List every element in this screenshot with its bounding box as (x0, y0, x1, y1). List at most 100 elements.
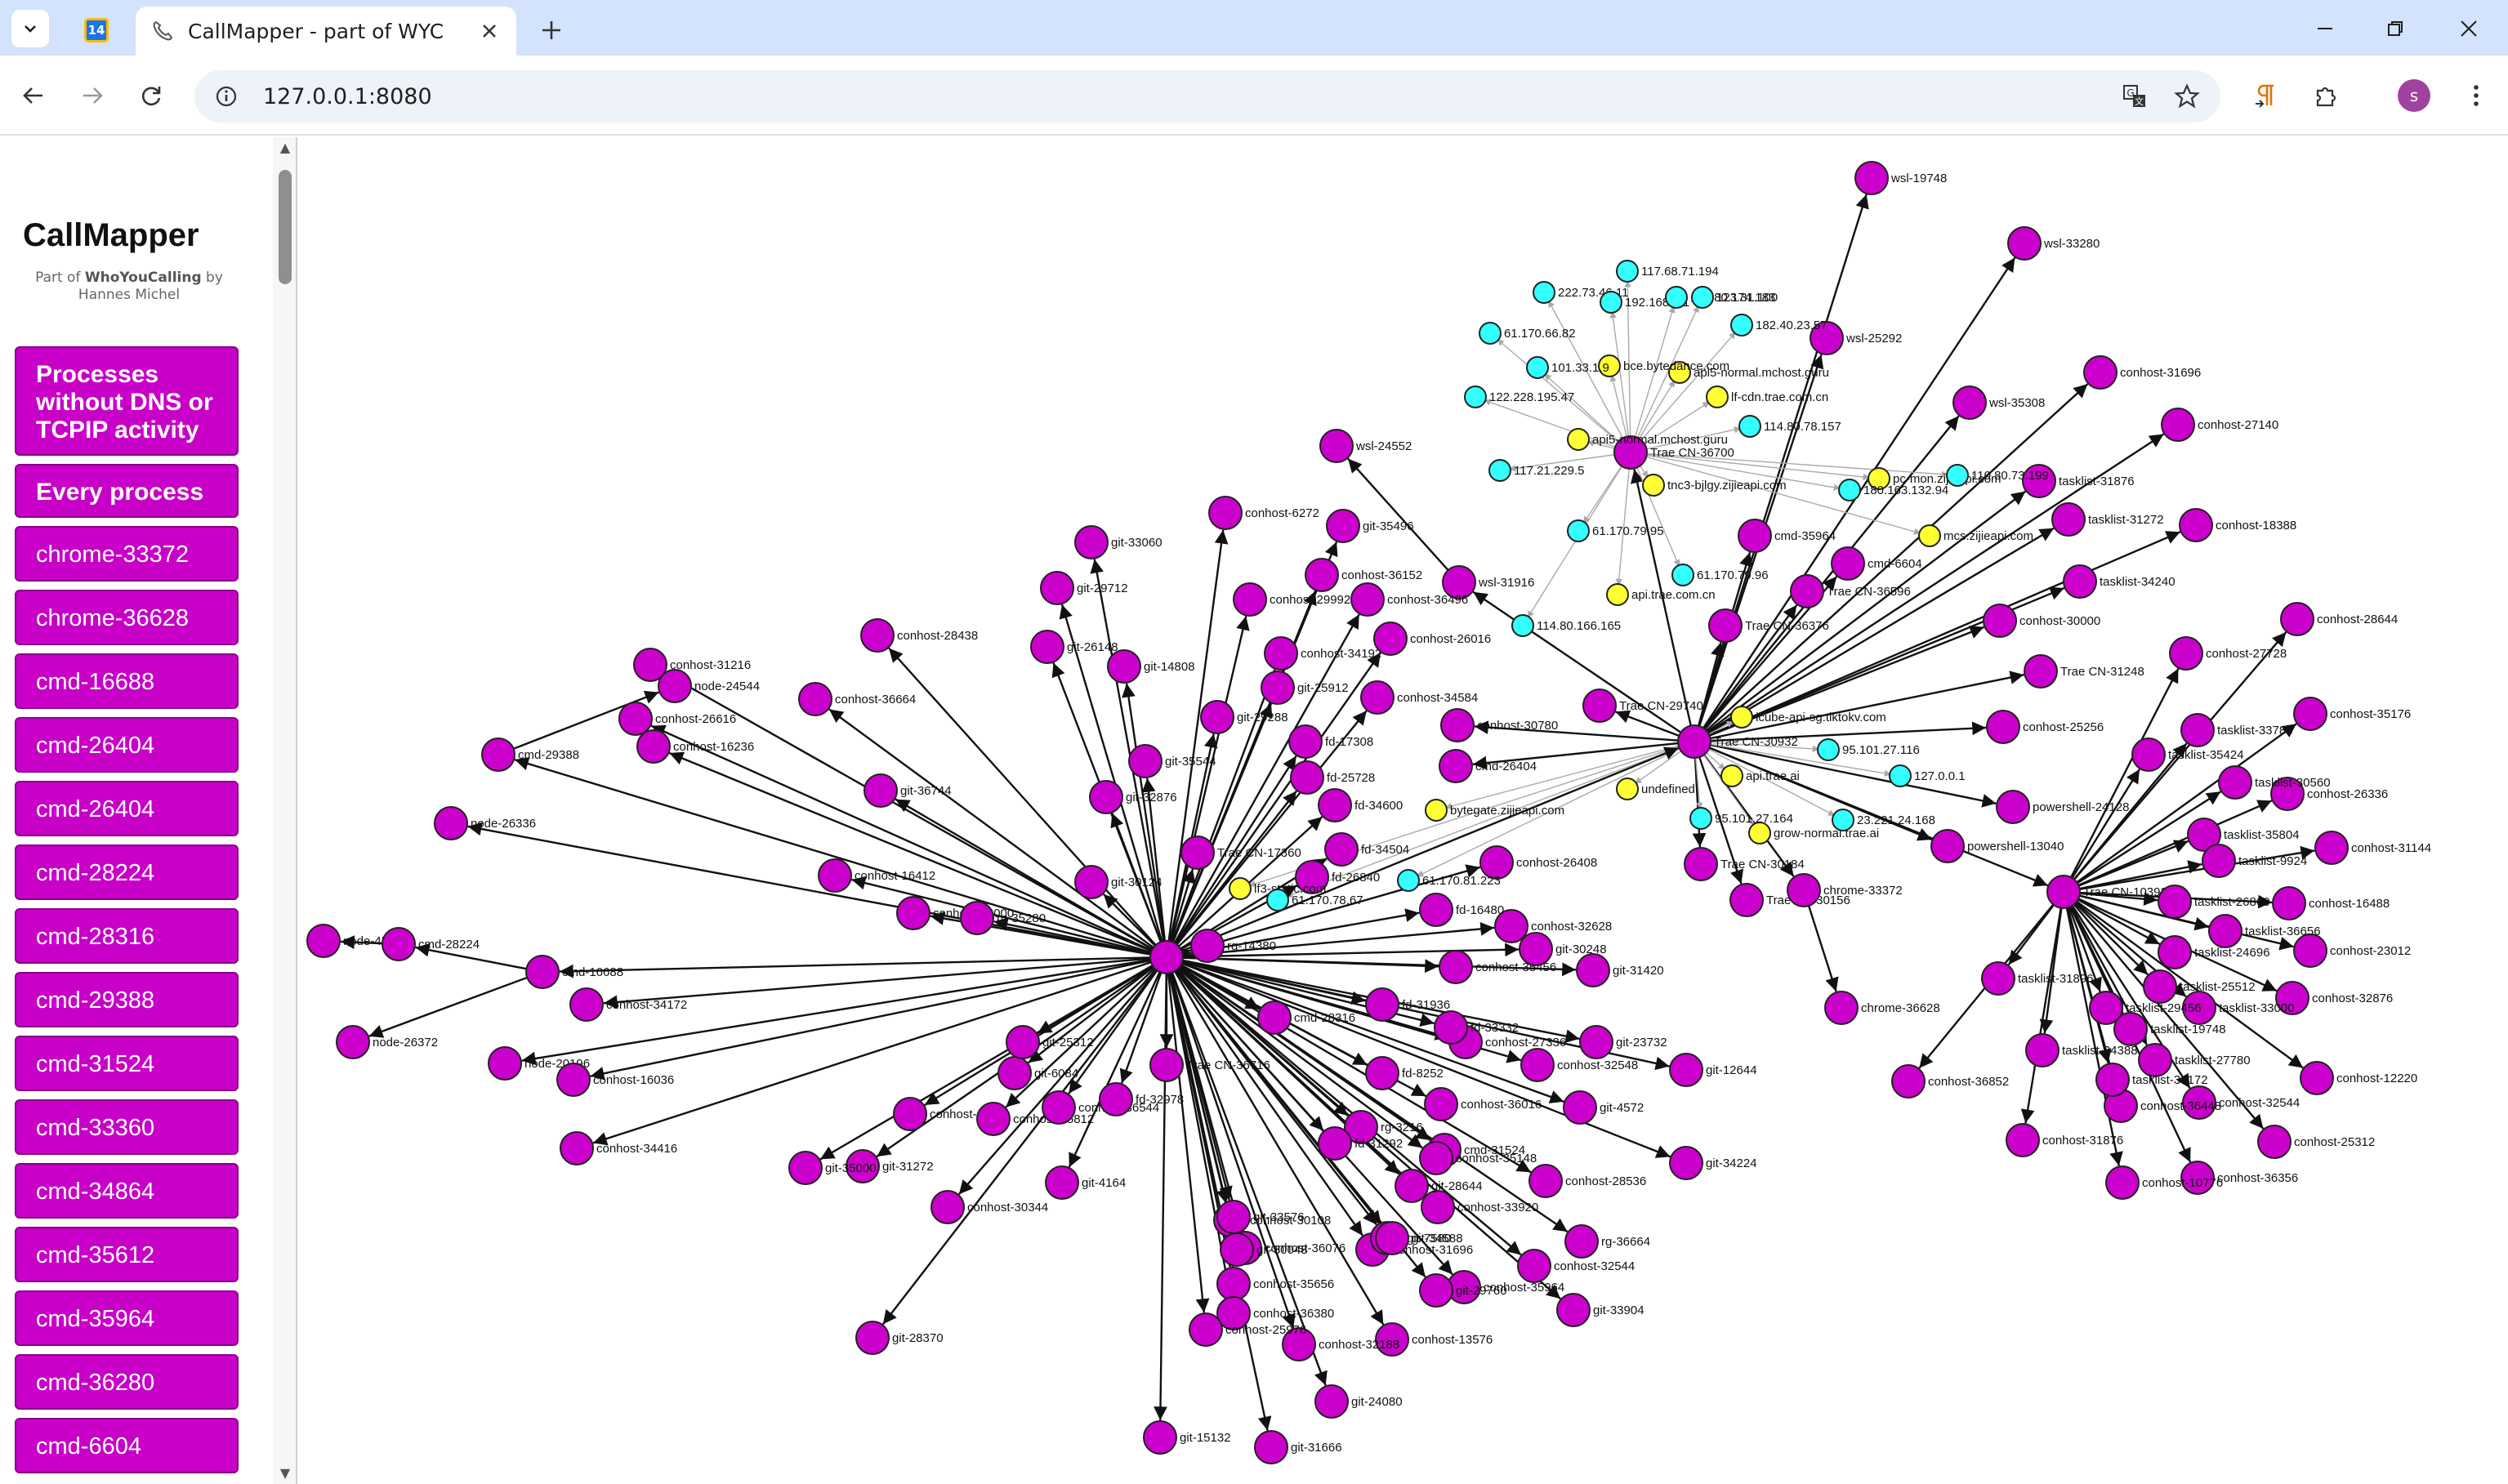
node-cmd-6604[interactable]: cmd-6604 (1831, 546, 1922, 581)
node-circle-chrome_33372[interactable] (1787, 873, 1821, 907)
node-conhost-36152[interactable]: conhost-36152 (1305, 558, 1422, 592)
node-circle-tasklist_19748[interactable] (2113, 1012, 2148, 1046)
node-fd-31292[interactable]: fd-31292 (1318, 1126, 1403, 1161)
node-circle-git_29288[interactable] (1200, 700, 1234, 734)
node-circle-conhost_32548[interactable] (1520, 1048, 1555, 1082)
node-circle-ip_117_21[interactable] (1488, 459, 1511, 482)
node-circle-dom_lfcdn[interactable] (1706, 385, 1729, 408)
node-fd-8252[interactable]: fd-8252 (1365, 1056, 1444, 1090)
node-circle-conhost_13576[interactable] (1375, 1322, 1409, 1357)
node-circle-conhost_32628[interactable] (1494, 909, 1528, 943)
sidebar-item-cmd-35964[interactable]: cmd-35964 (15, 1290, 239, 1346)
node-tasklist-9924[interactable]: tasklist-9924 (2202, 844, 2307, 878)
node-circle-conhost_29992[interactable] (1233, 582, 1267, 617)
node-trae-36700[interactable]: Trae CN-36700 (1613, 435, 1734, 470)
browser-menu-button[interactable] (2456, 75, 2497, 116)
node-dom-bytegate[interactable]: bytegate.zijieapi.com (1425, 799, 1564, 822)
node-ip-61-79-95[interactable]: 61.170.79.95 (1567, 519, 1664, 542)
node-circle-ip_95_101_116[interactable] (1817, 738, 1840, 761)
node-dom-icube[interactable]: icube-api-sg.tiktokv.com (1730, 706, 1886, 729)
node-circle-conhost_36664[interactable] (798, 682, 832, 716)
node-circle-tasklist_31896[interactable] (1981, 961, 2015, 996)
node-ip-117-68[interactable]: 117.68.71.194 (1616, 260, 1719, 283)
node-circle-tasklist_34172[interactable] (2095, 1063, 2130, 1097)
node-ip-95-101-164[interactable]: 95.101.27.164 (1689, 807, 1793, 830)
node-circle-git_35496[interactable] (1326, 509, 1360, 543)
node-git-4572[interactable]: git-4572 (1563, 1090, 1644, 1125)
node-circle-conhost_16488[interactable] (2272, 886, 2306, 920)
node-circle-rg_35280[interactable] (960, 901, 994, 935)
node-circle-trae_36716[interactable] (1149, 1048, 1184, 1082)
node-circle-conhost_28000[interactable] (896, 896, 930, 930)
node-circle-conhost_31216[interactable] (633, 648, 667, 682)
node-conhost-32548[interactable]: conhost-32548 (1520, 1048, 1638, 1082)
node-circle-fd_16480[interactable] (1419, 893, 1453, 927)
node-git-35496[interactable]: git-35496 (1326, 509, 1414, 543)
node-tasklist-29456[interactable]: tasklist-29456 (2089, 991, 2202, 1025)
node-circle-conhost_28536[interactable] (1528, 1164, 1563, 1198)
node-fd-26840[interactable]: fd-26840 (1295, 860, 1380, 894)
node-circle-conhost_31144[interactable] (2314, 831, 2349, 865)
node-git-33576[interactable]: git-33576 (1216, 1200, 1305, 1234)
node-conhost-25256[interactable]: conhost-25256 (1986, 710, 2104, 744)
node-circle-tasklist_27780[interactable] (2138, 1043, 2172, 1077)
node-circle-ip_101[interactable] (1526, 356, 1549, 379)
node-circle-wsl_24552[interactable] (1319, 429, 1354, 463)
node-circle-powershell_13040[interactable] (1930, 829, 1965, 863)
node-tasklist-30560[interactable]: tasklist-30560 (2218, 765, 2331, 800)
active-tab[interactable]: CallMapper - part of WYC (136, 7, 516, 56)
node-circle-tasklist_25512[interactable] (2143, 969, 2177, 1004)
node-tasklist-25512[interactable]: tasklist-25512 (2143, 969, 2256, 1004)
node-git-33060[interactable]: git-33060 (1074, 525, 1163, 559)
node-git-31666[interactable]: git-31666 (1254, 1430, 1342, 1464)
node-ip-180-163[interactable]: 180.163.132.94 (1838, 479, 1948, 501)
node-tasklist-34240[interactable]: tasklist-34240 (2063, 564, 2176, 599)
node-git-29288[interactable]: git-29288 (1200, 700, 1288, 734)
node-circle-conhost_34584[interactable] (1360, 680, 1395, 715)
node-ip-117-21[interactable]: 117.21.229.5 (1488, 459, 1584, 482)
node-circle-node_26336[interactable] (434, 806, 468, 840)
node-git-15132[interactable]: git-15132 (1143, 1420, 1231, 1455)
node-dom-lfcdn[interactable]: lf-cdn.trae.com.cn (1706, 385, 1828, 408)
node-circle-conhost_25256[interactable] (1986, 710, 2020, 744)
node-dom-pcmon[interactable]: pc-mon.zijieapi.com (1868, 467, 2001, 490)
node-circle-conhost_26408[interactable] (1479, 845, 1514, 880)
node-trae-30184[interactable]: Trae CN-30184 (1684, 847, 1805, 881)
node-ip-61-81[interactable]: 61.170.81.223 (1397, 869, 1501, 892)
node-circle-conhost_36544[interactable] (1042, 1090, 1076, 1125)
node-circle-git_4164[interactable] (1045, 1165, 1079, 1200)
node-tasklist-31876[interactable]: tasklist-31876 (2022, 464, 2135, 498)
sidebar-item-cmd-28316[interactable]: cmd-28316 (15, 908, 239, 964)
node-circle-node_20196[interactable] (488, 1046, 522, 1081)
node-circle-conhost_27140[interactable] (2161, 408, 2195, 442)
node-circle-conhost_32544b[interactable] (1517, 1249, 1551, 1283)
node-conhost-35964[interactable]: conhost-35964 (1447, 1270, 1564, 1304)
node-tasklist-35804[interactable]: tasklist-35804 (2187, 818, 2300, 852)
node-circle-tasklist_31876[interactable] (2022, 464, 2056, 498)
node-circle-conhost_36496[interactable] (1350, 582, 1385, 617)
node-fd-33332[interactable]: fd-33332 (1434, 1010, 1519, 1045)
node-cmd-29388[interactable]: cmd-29388 (481, 738, 579, 772)
node-circle-fd_34504[interactable] (1324, 832, 1359, 867)
node-circle-conhost_34416[interactable] (560, 1131, 594, 1165)
node-circle-wsl_31916[interactable] (1442, 565, 1476, 599)
node-circle-conhost_10776[interactable] (2105, 1165, 2140, 1200)
node-tasklist-34388[interactable]: tasklist-34388 (2025, 1033, 2138, 1067)
node-trae-30932[interactable]: Trae CN-30932 (1677, 724, 1798, 759)
node-circle-tasklist_36656[interactable] (2208, 914, 2242, 948)
node-conhost-27140[interactable]: conhost-27140 (2161, 408, 2278, 442)
node-circle-cmd_28224[interactable] (382, 927, 416, 961)
node-trae-36596[interactable]: Trae CN-36596 (1790, 574, 1911, 608)
node-circle-git_31272[interactable] (846, 1149, 880, 1183)
node-circle-fd_32978[interactable] (1099, 1082, 1133, 1116)
node-circle-conhost_26016[interactable] (1373, 622, 1408, 656)
node-circle-tasklist_29456[interactable] (2089, 991, 2123, 1025)
node-ip-114-80-165[interactable]: 114.80.166.165 (1511, 614, 1621, 637)
node-circle-git_31420[interactable] (1576, 953, 1610, 987)
node-tasklist-26860[interactable]: tasklist-26860 (2158, 885, 2270, 919)
node-circle-ip_117_68[interactable] (1616, 260, 1639, 283)
node-fd-34504[interactable]: fd-34504 (1324, 832, 1409, 867)
node-circle-git_28370[interactable] (855, 1321, 890, 1355)
